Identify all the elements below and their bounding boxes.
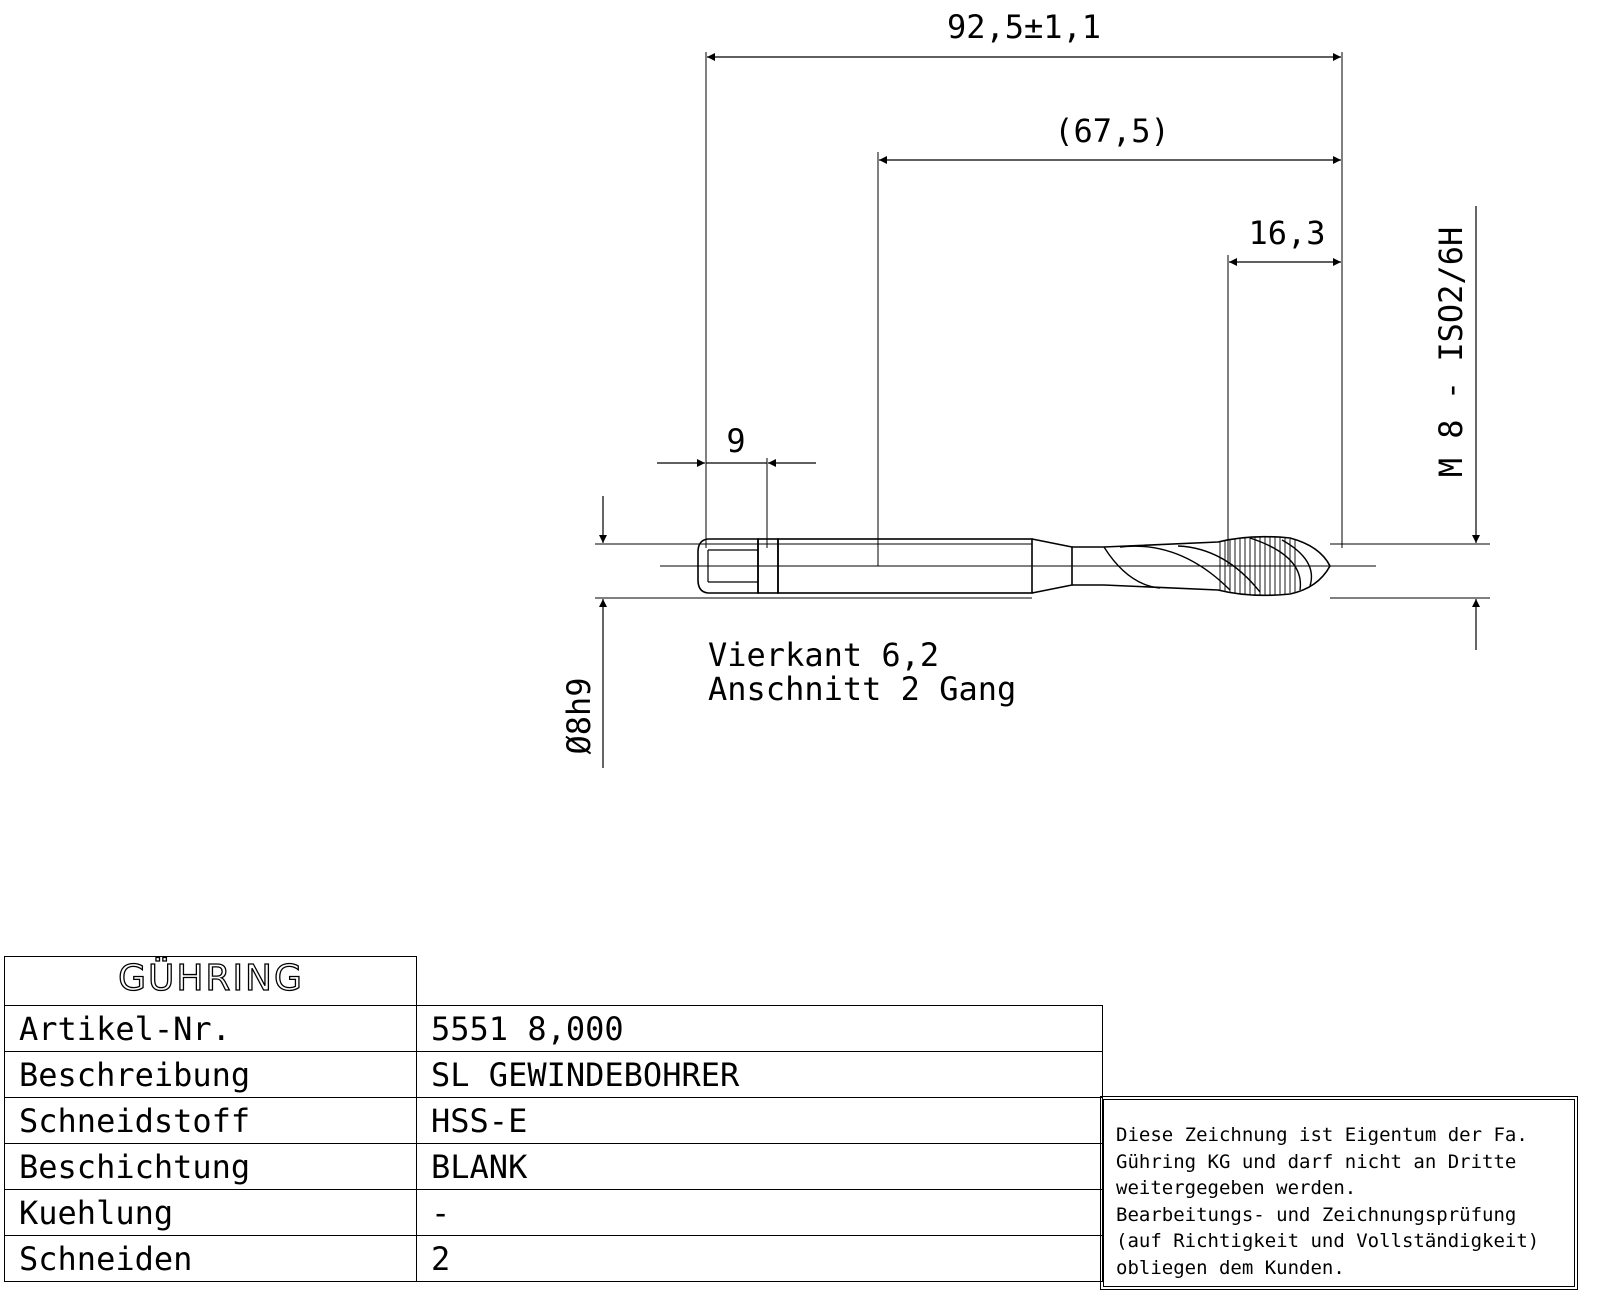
title-block: GÜHRING Artikel-Nr. 5551 8,000 Beschreib… [4, 956, 1103, 1282]
flute-2 [1119, 545, 1231, 591]
logo-cell: GÜHRING [4, 956, 417, 1006]
dim-square-length: 9 [726, 422, 745, 460]
row-label-cooling: Kuehlung [4, 1189, 417, 1236]
property-notice-text: Diese Zeichnung ist Eigentum der Fa. Güh… [1103, 1099, 1575, 1287]
row-label-coating: Beschichtung [4, 1143, 417, 1190]
svg-text:GÜHRING: GÜHRING [118, 957, 304, 997]
notice-line: (auf Richtigkeit und Vollständigkeit) [1116, 1230, 1540, 1252]
dim-shank-diameter: Ø8h9 [560, 677, 598, 754]
flute-5 [1281, 539, 1313, 587]
extension-lines [595, 52, 1490, 599]
notice-line: weitergegeben werden. [1116, 1177, 1357, 1199]
guehring-logo: GÜHRING [117, 956, 304, 999]
table-row: Kuehlung - [4, 1189, 1103, 1236]
dim-overall-length: 92,5±1,1 [947, 8, 1101, 46]
row-label-article: Artikel-Nr. [4, 1005, 417, 1052]
row-value-material: HSS-E [416, 1097, 1103, 1144]
table-row: Beschreibung SL GEWINDEBOHRER [4, 1051, 1103, 1098]
row-label-material: Schneidstoff [4, 1097, 417, 1144]
property-notice: Diese Zeichnung ist Eigentum der Fa. Güh… [1100, 1096, 1578, 1290]
notice-line: Gühring KG und darf nicht an Dritte [1116, 1150, 1517, 1173]
flute-3 [1177, 545, 1261, 593]
dim-shank-length: (67,5) [1054, 112, 1170, 150]
row-value-article: 5551 8,000 [416, 1005, 1103, 1052]
flute-1 [1103, 546, 1161, 589]
table-row: Schneiden 2 [4, 1235, 1103, 1282]
logo-row: GÜHRING [4, 956, 1103, 1006]
thread-hatching [1219, 537, 1296, 595]
note-chamfer: Anschnitt 2 Gang [708, 670, 1016, 708]
row-value-cooling: - [416, 1189, 1103, 1236]
dim-thread-length: 16,3 [1248, 214, 1325, 252]
row-label-flutes: Schneiden [4, 1235, 417, 1282]
row-label-description: Beschreibung [4, 1051, 417, 1098]
neck [1031, 538, 1073, 594]
notice-line: obliegen dem Kunden. [1116, 1256, 1345, 1279]
table-row: Beschichtung BLANK [4, 1143, 1103, 1190]
row-value-flutes: 2 [416, 1235, 1103, 1282]
notice-line: Diese Zeichnung ist Eigentum der Fa. [1116, 1124, 1528, 1146]
flute-body [1103, 535, 1331, 597]
row-value-description: SL GEWINDEBOHRER [416, 1051, 1103, 1098]
note-square: Vierkant 6,2 [708, 636, 939, 674]
dim-thread-spec: M 8 - ISO2/6H [1432, 227, 1470, 477]
table-row: Schneidstoff HSS-E [4, 1097, 1103, 1144]
tap-tool [660, 535, 1376, 597]
shank [777, 538, 1033, 594]
row-value-coating: BLANK [416, 1143, 1103, 1190]
dimension-lines [599, 53, 1480, 768]
square-end [697, 538, 759, 594]
table-row: Artikel-Nr. 5551 8,000 [4, 1005, 1103, 1052]
notice-line: Bearbeitungs- und Zeichnungsprüfung [1116, 1203, 1517, 1226]
